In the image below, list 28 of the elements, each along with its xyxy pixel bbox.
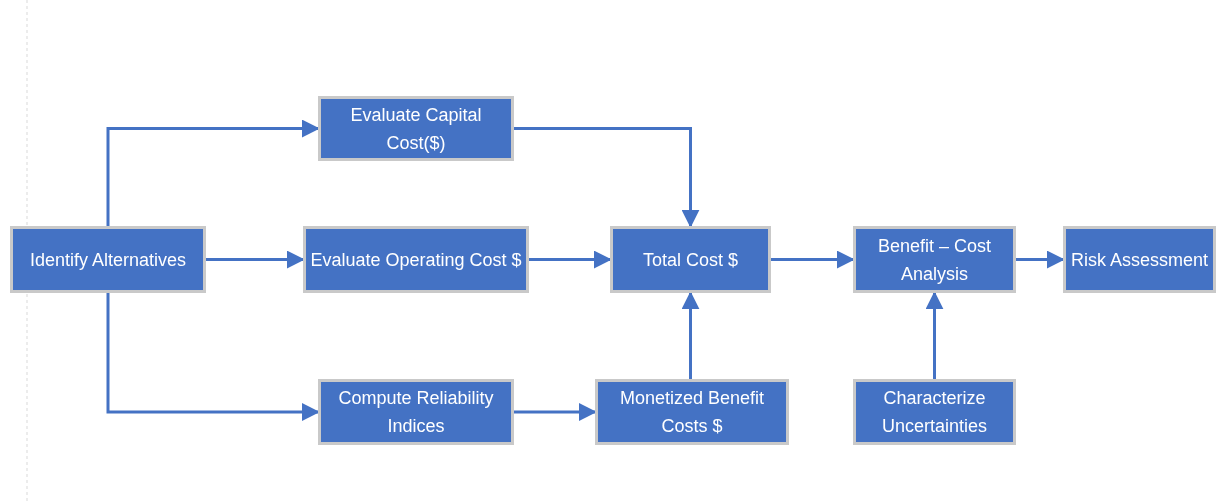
arrow bbox=[771, 250, 855, 269]
box-label: Total Cost $ bbox=[642, 248, 738, 272]
arrow bbox=[529, 250, 612, 269]
process-box bbox=[318, 379, 514, 445]
box-label: Characterize Uncertainties bbox=[880, 387, 988, 438]
arrow bbox=[106, 119, 320, 226]
arrow bbox=[514, 403, 597, 421]
process-box bbox=[595, 379, 789, 445]
box-label: Risk Assessment bbox=[1070, 248, 1208, 272]
process-box bbox=[318, 96, 514, 161]
box-label: Compute Reliability Indices bbox=[337, 387, 495, 438]
arrow bbox=[206, 250, 305, 269]
box-label: Evaluate Capital Cost($) bbox=[349, 103, 483, 155]
arrow bbox=[681, 291, 700, 379]
box-label: Monetized Benefit Costs $ bbox=[618, 387, 766, 438]
arrow bbox=[925, 291, 944, 379]
process-box bbox=[853, 379, 1016, 445]
process-box bbox=[303, 226, 529, 293]
process-box bbox=[10, 226, 206, 293]
process-box bbox=[853, 226, 1016, 293]
process-box bbox=[610, 226, 771, 293]
arrow bbox=[1016, 250, 1065, 269]
box-label: Evaluate Operating Cost $ bbox=[310, 248, 522, 272]
arrow bbox=[514, 127, 700, 228]
process-box bbox=[1063, 226, 1216, 293]
box-label: Benefit – Cost Analysis bbox=[876, 234, 993, 286]
box-label: Identify Alternatives bbox=[29, 248, 187, 272]
arrow bbox=[106, 293, 320, 421]
